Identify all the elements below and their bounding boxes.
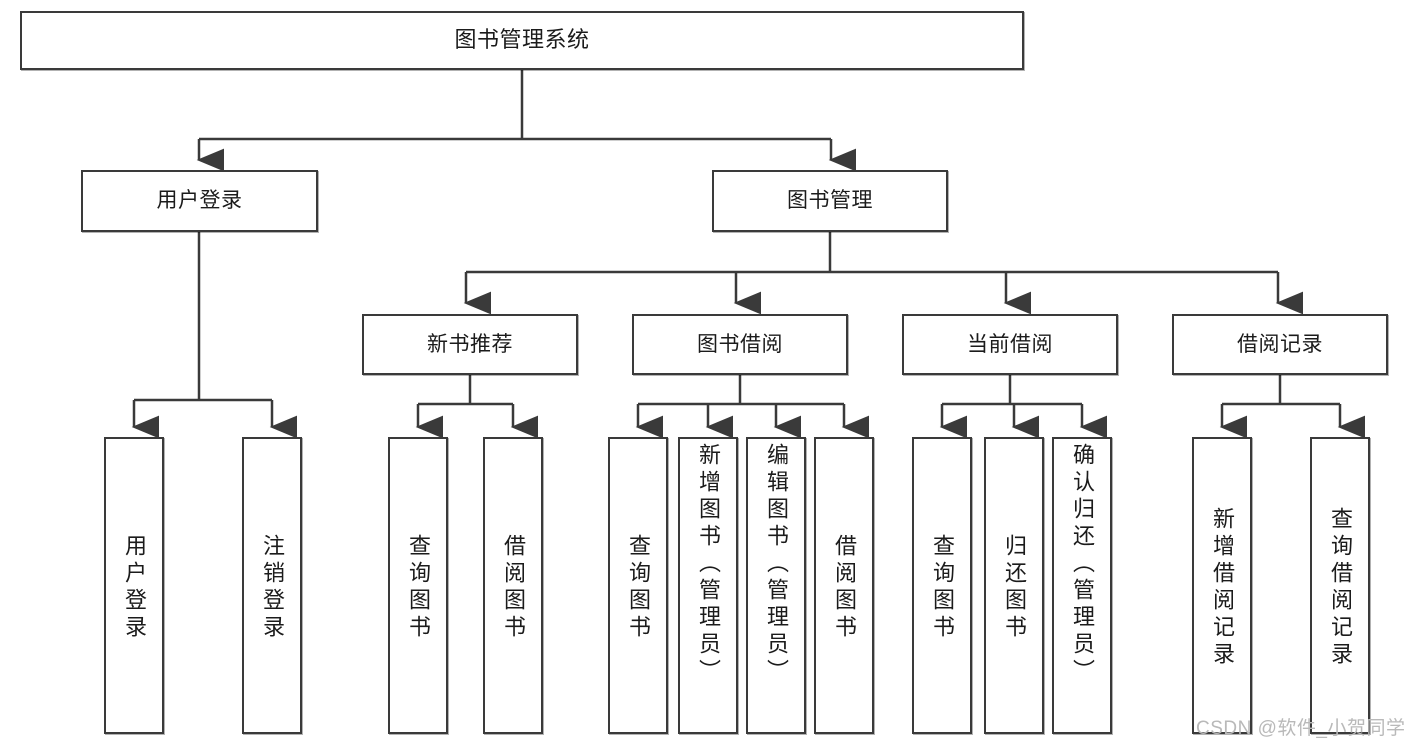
node-leaf-query-book-2[interactable]: 查询图书 [608,437,668,734]
node-leaf-query-record-label: 查询借阅记录 [1328,506,1353,669]
node-leaf-return-book-label: 归还图书 [1002,533,1027,642]
node-leaf-confirm-return-label: 确认归还（管理员） [1070,443,1095,686]
node-leaf-borrow-book-2-label: 借阅图书 [832,533,857,642]
node-leaf-query-book-1-label: 查询图书 [406,533,431,642]
node-leaf-query-book-1[interactable]: 查询图书 [388,437,448,734]
node-leaf-query-book-2-label: 查询图书 [626,533,651,642]
node-leaf-add-book[interactable]: 新增图书（管理员） [678,437,738,734]
node-current-borrow-label: 当前借阅 [967,332,1053,356]
node-user-login-label: 用户登录 [156,189,243,213]
node-user-login[interactable]: 用户登录 [81,170,318,232]
node-leaf-edit-book-label: 编辑图书（管理员） [764,443,789,686]
node-book-borrow-label: 图书借阅 [697,332,783,356]
node-leaf-return-book[interactable]: 归还图书 [984,437,1044,734]
node-leaf-add-record[interactable]: 新增借阅记录 [1192,437,1252,734]
node-current-borrow[interactable]: 当前借阅 [902,314,1118,375]
node-new-book-rec[interactable]: 新书推荐 [362,314,578,375]
node-leaf-user-login-label: 用户登录 [122,533,147,642]
node-root-label: 图书管理系统 [454,27,590,53]
node-leaf-user-login[interactable]: 用户登录 [104,437,164,734]
node-new-book-rec-label: 新书推荐 [427,332,513,356]
node-leaf-query-record[interactable]: 查询借阅记录 [1310,437,1370,734]
node-leaf-confirm-return[interactable]: 确认归还（管理员） [1052,437,1112,734]
node-book-manage[interactable]: 图书管理 [712,170,948,232]
node-leaf-add-book-label: 新增图书（管理员） [696,443,721,686]
node-leaf-logout[interactable]: 注销登录 [242,437,302,734]
node-leaf-borrow-book-1[interactable]: 借阅图书 [483,437,543,734]
node-leaf-logout-label: 注销登录 [260,533,285,642]
node-leaf-add-record-label: 新增借阅记录 [1210,506,1235,669]
node-borrow-record-label: 借阅记录 [1237,332,1323,356]
node-leaf-query-book-3-label: 查询图书 [930,533,955,642]
node-leaf-borrow-book-1-label: 借阅图书 [501,533,526,642]
node-borrow-record[interactable]: 借阅记录 [1172,314,1388,375]
node-leaf-edit-book[interactable]: 编辑图书（管理员） [746,437,806,734]
node-book-borrow[interactable]: 图书借阅 [632,314,848,375]
node-leaf-borrow-book-2[interactable]: 借阅图书 [814,437,874,734]
node-leaf-query-book-3[interactable]: 查询图书 [912,437,972,734]
node-root[interactable]: 图书管理系统 [20,11,1024,70]
node-book-manage-label: 图书管理 [787,189,873,213]
